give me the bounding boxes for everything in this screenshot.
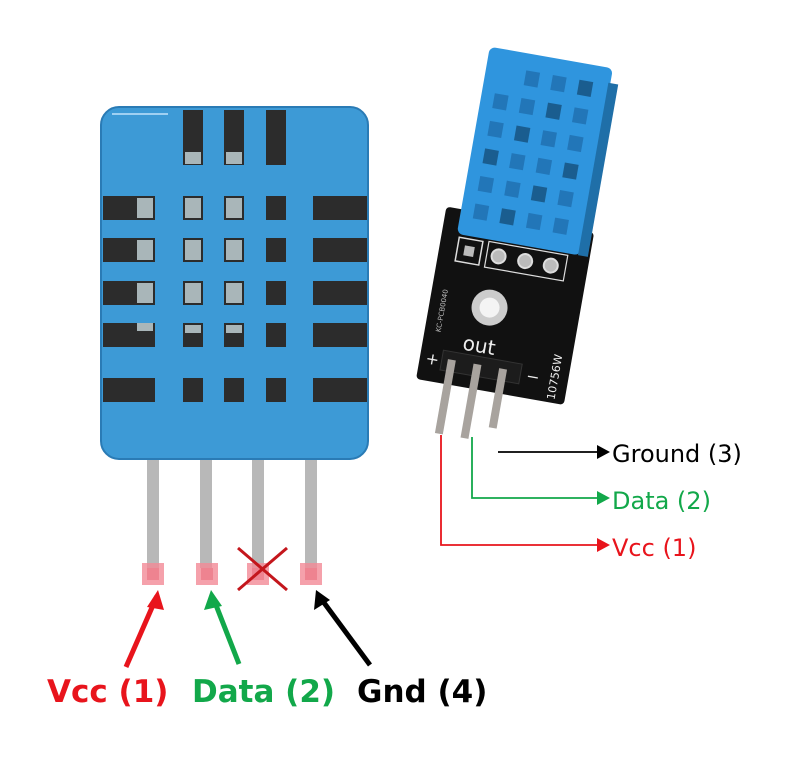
vent-slot	[266, 238, 286, 262]
gnd-arrow-head-icon	[597, 445, 610, 459]
vent-left	[103, 378, 155, 402]
module-vent-slot	[576, 79, 594, 97]
module-vent-slot	[513, 125, 531, 143]
leg-1	[147, 458, 159, 568]
silk-out: out	[461, 331, 498, 360]
data-arrow-head-icon	[597, 491, 610, 505]
leg-2	[200, 458, 212, 568]
vent-slot	[266, 281, 286, 305]
cross-icon	[237, 546, 288, 592]
gnd-arrow-icon	[319, 598, 373, 667]
module-vent-slot	[552, 217, 569, 235]
vent-right	[313, 281, 367, 305]
vent-slot	[266, 378, 286, 402]
module-wires	[440, 435, 610, 552]
data-wire	[471, 437, 598, 499]
module-vent-slot	[487, 120, 504, 139]
module-vent-slot	[562, 162, 579, 180]
module-vent-slot	[499, 208, 516, 226]
label-ground-module: Ground (3)	[612, 440, 742, 468]
module-vent-slot	[525, 212, 543, 231]
label-vcc-module: Vcc (1)	[612, 534, 696, 562]
module-vent-slot	[482, 148, 499, 166]
leg-4	[305, 458, 317, 568]
silk-plus: +	[424, 348, 441, 369]
label-vcc-bare: Vcc (1)	[47, 674, 168, 710]
vent-slot	[224, 378, 244, 402]
vcc-wire	[440, 435, 598, 546]
module-vent-slot	[540, 130, 557, 148]
bare-sensor	[100, 106, 369, 585]
label-data-bare: Data (2)	[192, 674, 335, 710]
vent-right	[313, 378, 367, 402]
module-vent-slot	[535, 157, 553, 175]
vent-slot	[183, 378, 203, 402]
module-vent-slot	[523, 70, 541, 88]
module-vent-slot	[472, 203, 490, 221]
module-vent-slot	[509, 153, 526, 171]
module-sensor-grid	[472, 70, 594, 235]
module-vent-slot	[504, 180, 521, 198]
label-data-module: Data (2)	[612, 487, 711, 515]
sensor-vents	[183, 110, 286, 165]
bare-arrows	[123, 590, 373, 669]
vent-slot	[266, 196, 286, 220]
sensor-legs	[142, 458, 322, 585]
label-gnd-bare: Gnd (4)	[357, 674, 487, 710]
sensor-module: + out − 10756W KC-PCB0040	[416, 47, 619, 439]
module-vent-slot	[557, 190, 574, 208]
vent-slot	[266, 323, 286, 347]
module-vent-slot	[477, 175, 495, 194]
module-vent-slot	[545, 102, 562, 120]
module-vent-slot	[567, 134, 584, 153]
module-vent-slot	[492, 93, 509, 111]
module-vent-slot	[550, 75, 567, 93]
leg-3	[252, 458, 264, 568]
module-vent-slot	[572, 107, 589, 125]
module-vent-slot	[518, 97, 536, 116]
silk-minus: −	[525, 366, 542, 387]
module-vent-slot	[530, 185, 548, 203]
vent-right	[313, 196, 367, 220]
vent-right	[313, 238, 367, 262]
vcc-arrow-head-icon	[597, 538, 610, 552]
data-arrow-icon	[211, 599, 242, 665]
sensor-grid	[103, 196, 367, 402]
vent-right	[313, 323, 367, 347]
